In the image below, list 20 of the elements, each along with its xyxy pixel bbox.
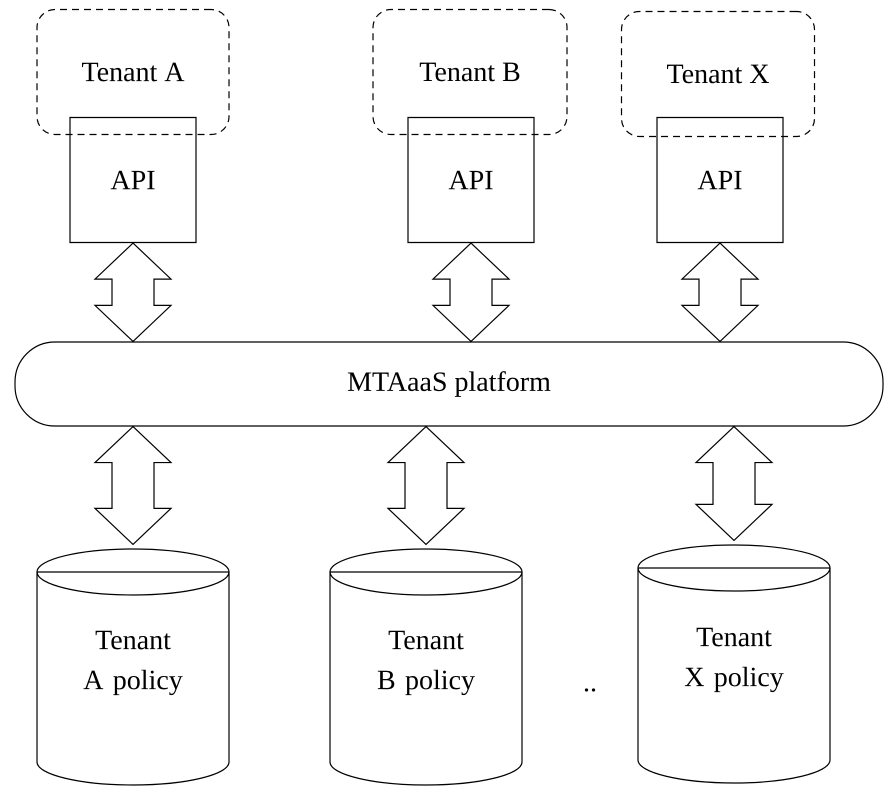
- platform-bar: MTAaaS platform: [14, 341, 884, 427]
- tenant-box: Tenant A: [36, 8, 230, 136]
- api-box: API: [69, 116, 197, 244]
- tenant-box: Tenant B: [372, 8, 568, 136]
- database-cylinder: Tenant X policy: [637, 544, 831, 784]
- double-arrow: [694, 426, 774, 542]
- api-box: API: [407, 116, 535, 244]
- api-box: API: [656, 116, 784, 244]
- tenant-box: Tenant X: [620, 10, 816, 138]
- node-label: Tenant A policy: [84, 630, 183, 696]
- node-label: Tenant B policy: [378, 630, 475, 696]
- double-arrow: [94, 242, 173, 342]
- double-arrow: [94, 426, 173, 546]
- node-label: Tenant X policy: [684, 628, 784, 692]
- double-arrow: [680, 242, 760, 342]
- database-cylinder: Tenant A policy: [36, 548, 230, 786]
- double-arrow: [432, 242, 511, 342]
- ellipsis-text: ..: [584, 688, 596, 692]
- double-arrow: [386, 426, 466, 546]
- database-cylinder: Tenant B policy: [329, 548, 523, 786]
